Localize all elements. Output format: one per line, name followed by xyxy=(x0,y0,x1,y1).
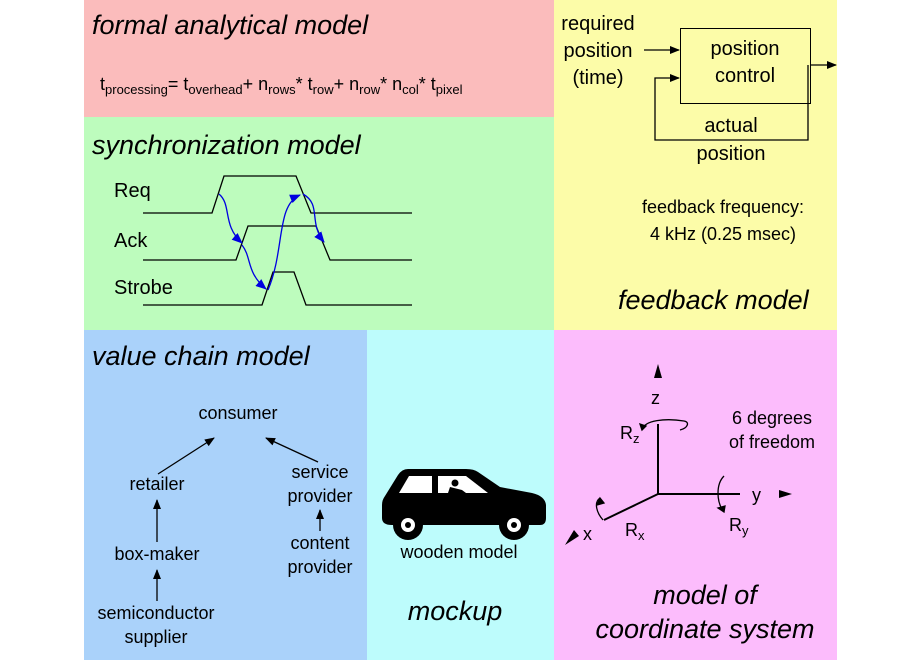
rotation-label-rz: Rz xyxy=(620,423,640,446)
formal-model-title: formal analytical model xyxy=(92,10,369,40)
required-position-label-1: required xyxy=(561,13,635,35)
position-control-box xyxy=(680,28,811,104)
node-semiconductor-supplier-2: supplier xyxy=(124,627,188,647)
position-control-label-1: position xyxy=(710,38,780,60)
value-chain-arrows xyxy=(153,437,324,601)
required-position-label-2: position xyxy=(563,40,633,62)
processing-time-formula: tprocessing= toverhead+ nrows* trow+ nro… xyxy=(100,74,463,97)
waveform-strobe xyxy=(143,271,412,306)
axis-label-z: z xyxy=(651,388,660,408)
actual-position-label-2: position xyxy=(696,143,766,165)
node-content-provider-2: provider xyxy=(287,557,353,577)
dof-label-1: 6 degrees xyxy=(731,408,813,428)
coordinate-axes xyxy=(603,424,740,521)
axis-label-x: x xyxy=(583,524,592,544)
handshake-arrow-4 xyxy=(302,193,325,243)
node-service-provider-2: provider xyxy=(287,486,353,506)
rx-rotation-icon xyxy=(595,497,604,521)
handshake-arrow-1 xyxy=(218,193,243,244)
z-arrowhead xyxy=(654,364,662,378)
car-icon xyxy=(382,469,546,540)
synchronization-panel xyxy=(84,117,554,330)
axis-label-y: y xyxy=(752,485,761,505)
y-arrowhead xyxy=(779,490,792,498)
x-axis xyxy=(603,493,659,521)
sync-waveforms xyxy=(143,175,412,306)
handshake-arrow-3 xyxy=(267,194,301,291)
signal-label-ack: Ack xyxy=(114,230,148,252)
rotation-label-rx: Rx xyxy=(625,520,645,543)
value-chain-title: value chain model xyxy=(92,341,310,371)
rz-rotation-icon xyxy=(641,419,689,431)
waveform-req xyxy=(143,175,412,214)
coordinate-title-1: model of xyxy=(653,580,757,610)
feedback-model-title: feedback model xyxy=(618,285,809,315)
handshake-arrow-2 xyxy=(241,244,267,290)
position-control-label-2: control xyxy=(714,65,776,87)
value-chain-panel xyxy=(84,330,367,660)
feedback-panel xyxy=(554,0,837,330)
feedback-path xyxy=(654,65,809,141)
rotation-arrows xyxy=(595,419,726,521)
signal-label-req: Req xyxy=(114,180,151,202)
node-box-maker: box-maker xyxy=(114,544,200,564)
node-consumer: consumer xyxy=(198,403,278,423)
axis-arrowheads xyxy=(565,364,792,545)
feedback-loop xyxy=(644,46,837,141)
sync-model-title: synchronization model xyxy=(92,130,361,160)
mockup-title: mockup xyxy=(407,596,503,626)
coordinate-title-2: coordinate system xyxy=(595,614,815,644)
rotation-label-ry: Ry xyxy=(729,515,749,538)
node-semiconductor-supplier-1: semiconductor xyxy=(97,603,215,623)
arrow-retailer-consumer xyxy=(157,437,215,475)
feedback-frequency-label-1: feedback frequency: xyxy=(641,197,805,217)
node-retailer: retailer xyxy=(129,474,185,494)
required-position-label-3: (time) xyxy=(572,67,624,89)
feedback-frequency-label-2: 4 kHz (0.25 msec) xyxy=(649,224,797,244)
signal-label-strobe: Strobe xyxy=(114,277,173,299)
node-service-provider-1: service xyxy=(291,462,349,482)
actual-position-label-1: actual xyxy=(704,115,758,137)
node-content-provider-1: content xyxy=(290,533,350,553)
formal-analytical-panel xyxy=(84,0,554,117)
wooden-model-caption: wooden model xyxy=(400,542,518,562)
x-arrowhead xyxy=(565,530,579,545)
arrow-service-consumer xyxy=(265,437,319,463)
dof-label-2: of freedom xyxy=(728,432,816,452)
sync-handshake-arrows xyxy=(218,193,325,291)
